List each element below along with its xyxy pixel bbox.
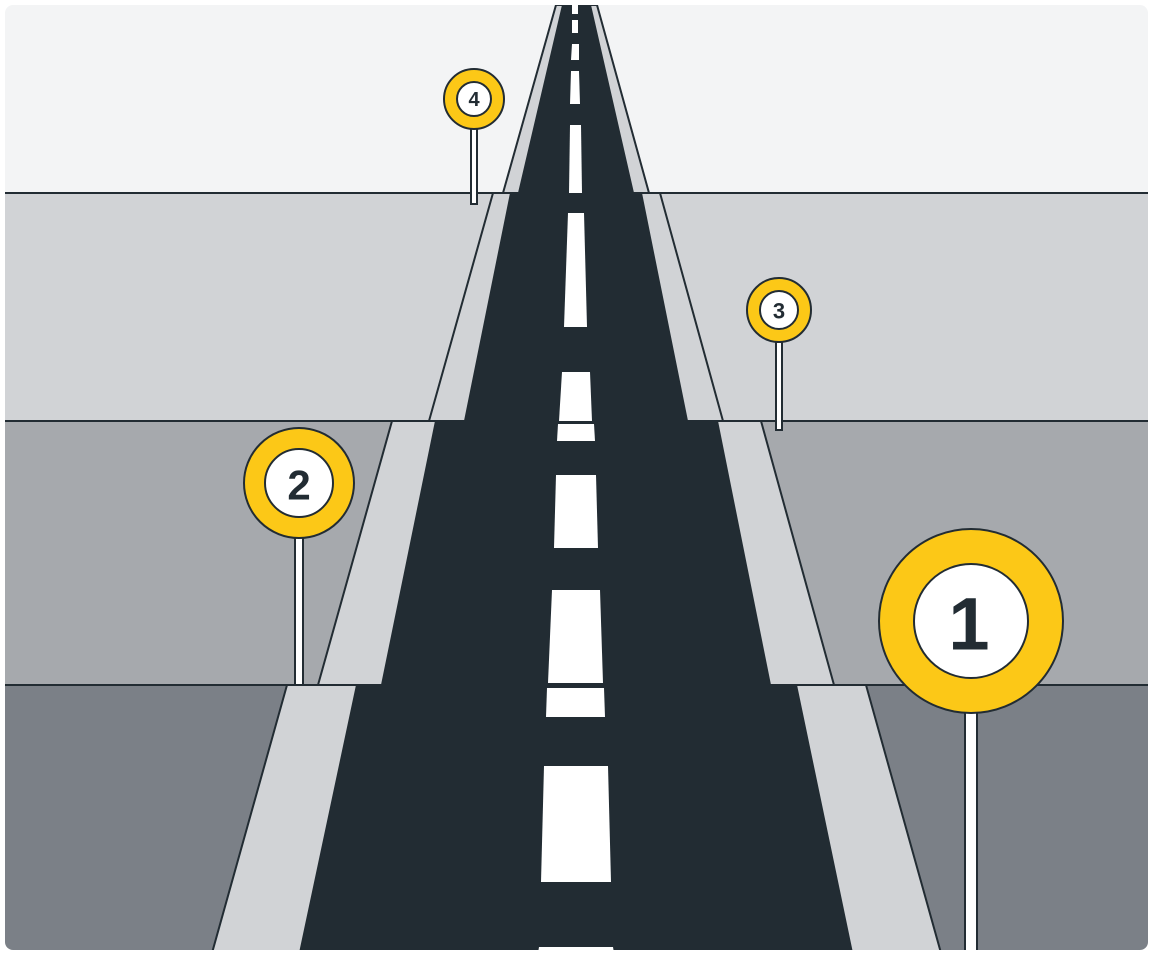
center-dash-9b xyxy=(546,688,605,717)
sign-2-pole xyxy=(295,535,303,685)
center-dash-5 xyxy=(569,125,582,193)
center-dash-8 xyxy=(554,475,598,548)
center-dash-2 xyxy=(572,20,578,33)
sign-4-pole xyxy=(471,126,477,204)
center-dash-10 xyxy=(541,766,611,882)
center-dash-1 xyxy=(572,5,578,14)
center-dash-9 xyxy=(548,590,603,683)
center-dash-7b xyxy=(557,424,595,441)
center-dash-11 xyxy=(538,947,614,953)
sign-1-number: 1 xyxy=(948,583,989,666)
sign-2-number: 2 xyxy=(287,462,310,509)
center-dash-7 xyxy=(559,372,592,421)
center-dash-3 xyxy=(571,44,579,60)
center-dash-6 xyxy=(564,213,587,327)
sign-3-number: 3 xyxy=(773,299,785,324)
sign-3-pole xyxy=(776,342,782,430)
sign-1-pole xyxy=(965,708,977,953)
sign-4-number: 4 xyxy=(468,89,480,111)
center-dash-4 xyxy=(570,71,580,104)
